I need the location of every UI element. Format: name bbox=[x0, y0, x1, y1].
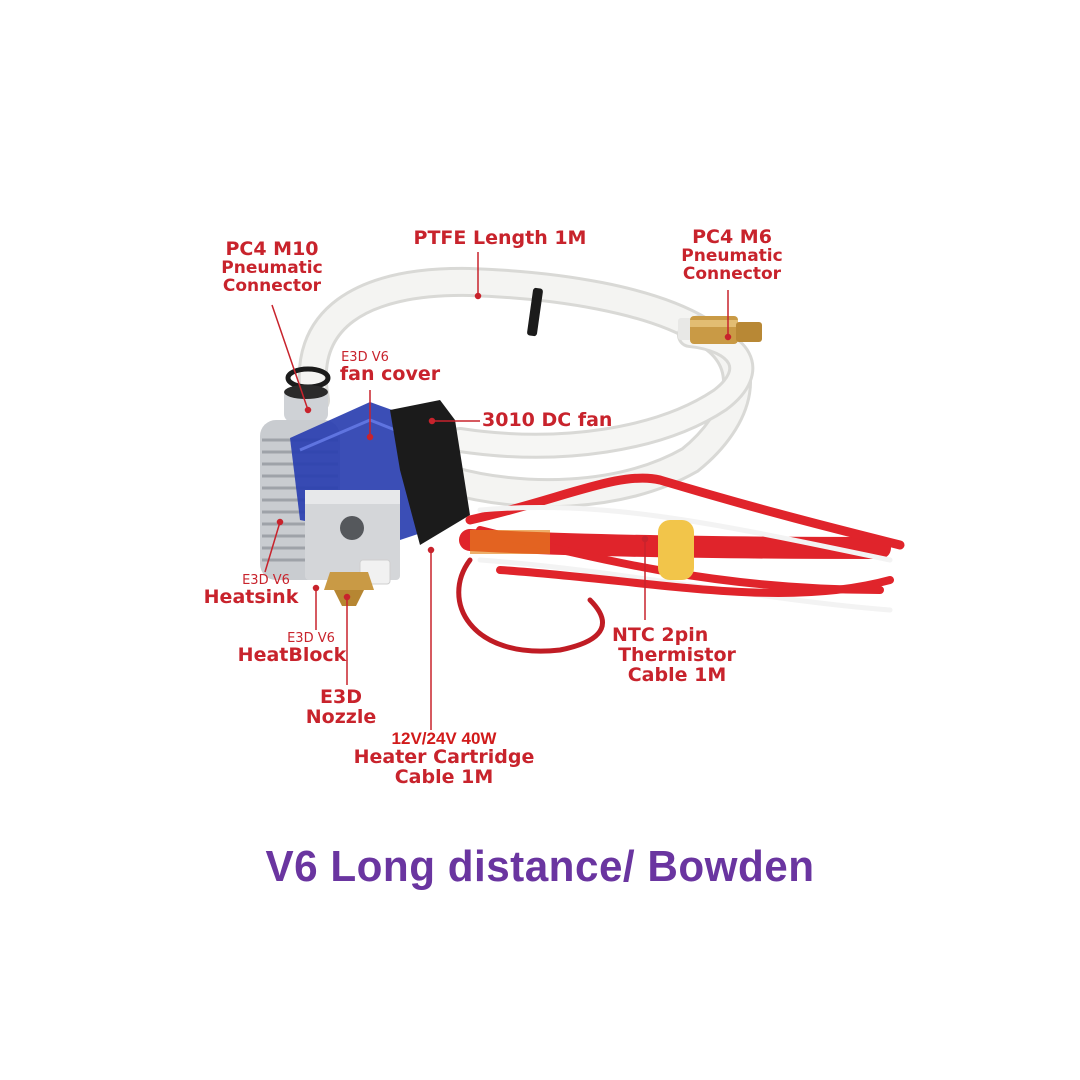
label-line: fan cover bbox=[339, 362, 441, 385]
label-pc4-m6-connector: PC4 M6 Pneumatic Connector bbox=[672, 226, 792, 284]
label-line: NTC 2pin bbox=[612, 624, 709, 646]
label-line: Thermistor bbox=[618, 643, 736, 666]
label-line: PTFE Length 1M bbox=[413, 227, 587, 249]
ptfe-tube bbox=[297, 266, 755, 509]
label-heatsink: E3D V6 Heatsink bbox=[196, 574, 306, 608]
label-line: Connector bbox=[222, 275, 322, 296]
label-line: Connector bbox=[682, 263, 782, 284]
label-line: PC4 M10 bbox=[225, 238, 319, 260]
label-line: Cable 1M bbox=[627, 663, 727, 686]
label-line: Pneumatic bbox=[221, 257, 323, 278]
label-ntc-thermistor: NTC 2pin Thermistor Cable 1M bbox=[612, 624, 742, 686]
label-3010-dc-fan: 3010 DC fan bbox=[482, 409, 622, 431]
label-heater-cartridge: 12V/24V 40W Heater Cartridge Cable 1M bbox=[344, 730, 544, 788]
label-line: E3D V6 bbox=[242, 573, 290, 588]
heatblock bbox=[305, 490, 400, 580]
label-ptfe-length: PTFE Length 1M bbox=[400, 227, 600, 249]
cable-tie bbox=[527, 287, 543, 337]
label-heatblock: E3D V6 HeatBlock bbox=[232, 632, 352, 666]
nozzle bbox=[324, 572, 374, 606]
label-line: E3D bbox=[320, 686, 362, 708]
label-nozzle: E3D Nozzle bbox=[296, 686, 386, 728]
label-line: Heater Cartridge bbox=[353, 745, 535, 768]
label-line: Cable 1M bbox=[394, 765, 494, 788]
pc4-m6-connector bbox=[678, 316, 762, 344]
label-line: E3D V6 bbox=[341, 350, 389, 365]
label-line: 3010 DC fan bbox=[482, 409, 613, 431]
label-line: E3D V6 bbox=[287, 631, 335, 646]
rubber-band bbox=[658, 520, 694, 580]
label-line: Pneumatic bbox=[681, 245, 783, 266]
dc-fan bbox=[390, 400, 470, 545]
label-line: 12V/24V 40W bbox=[391, 729, 497, 748]
label-pc4-m10-connector: PC4 M10 Pneumatic Connector bbox=[212, 238, 332, 296]
product-title: V6 Long distance/ Bowden bbox=[265, 842, 815, 891]
label-line: PC4 M6 bbox=[692, 226, 772, 248]
label-line: HeatBlock bbox=[237, 643, 347, 666]
label-line: Heatsink bbox=[203, 585, 299, 608]
label-fan-cover: E3D V6 fan cover bbox=[320, 351, 460, 385]
label-line: Nozzle bbox=[305, 705, 377, 728]
